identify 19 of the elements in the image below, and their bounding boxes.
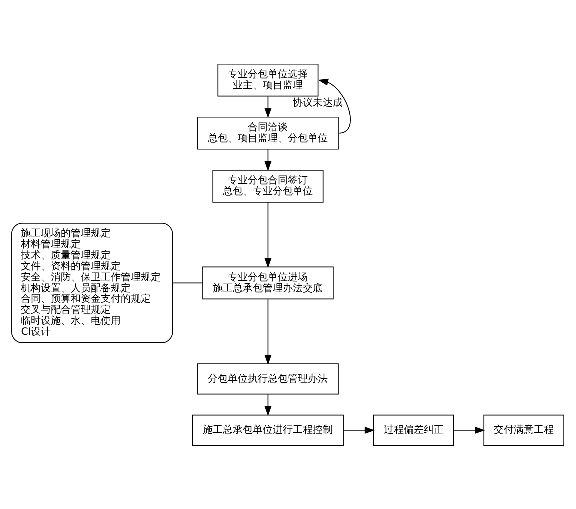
arrow [264,148,272,171]
arrow [264,298,272,365]
node-box: 合同洽谈 总包、项目监理、分包单位 [198,116,339,150]
node-box: 施工总承包单位进行工程控制 [192,414,344,446]
node-box: 施工现场的管理规定 材料管理规定 技术、质量管理规定 文件、资料的管理规定 安全、消防、保卫工作管理规定 机构设置、人员配备规定 合同、预算和资金支付的规定 交叉与配合管理规定 临时设施、水、电使用 CI设计 [12,222,174,343]
arrow [343,426,376,434]
node-box: 过程偏差纠正 [373,414,454,446]
node-box: 专业分包单位进场 施工总承包管理办法交底 [202,266,334,300]
node-box: 交付满意工程 [484,414,564,446]
node-box: 分包单位执行总包管理办法 [198,363,339,394]
node-box: 专业分包单位选择 业主、项目监理 [218,63,319,96]
edge-label: 协议未达成 [293,98,344,109]
connector [172,282,204,284]
arrow [264,96,272,118]
node-box: 专业分包合同签订 总包、专业分包单位 [212,170,324,202]
arrow [318,78,351,134]
arrow [264,393,272,416]
arrow [264,202,272,268]
arrow [453,426,486,434]
